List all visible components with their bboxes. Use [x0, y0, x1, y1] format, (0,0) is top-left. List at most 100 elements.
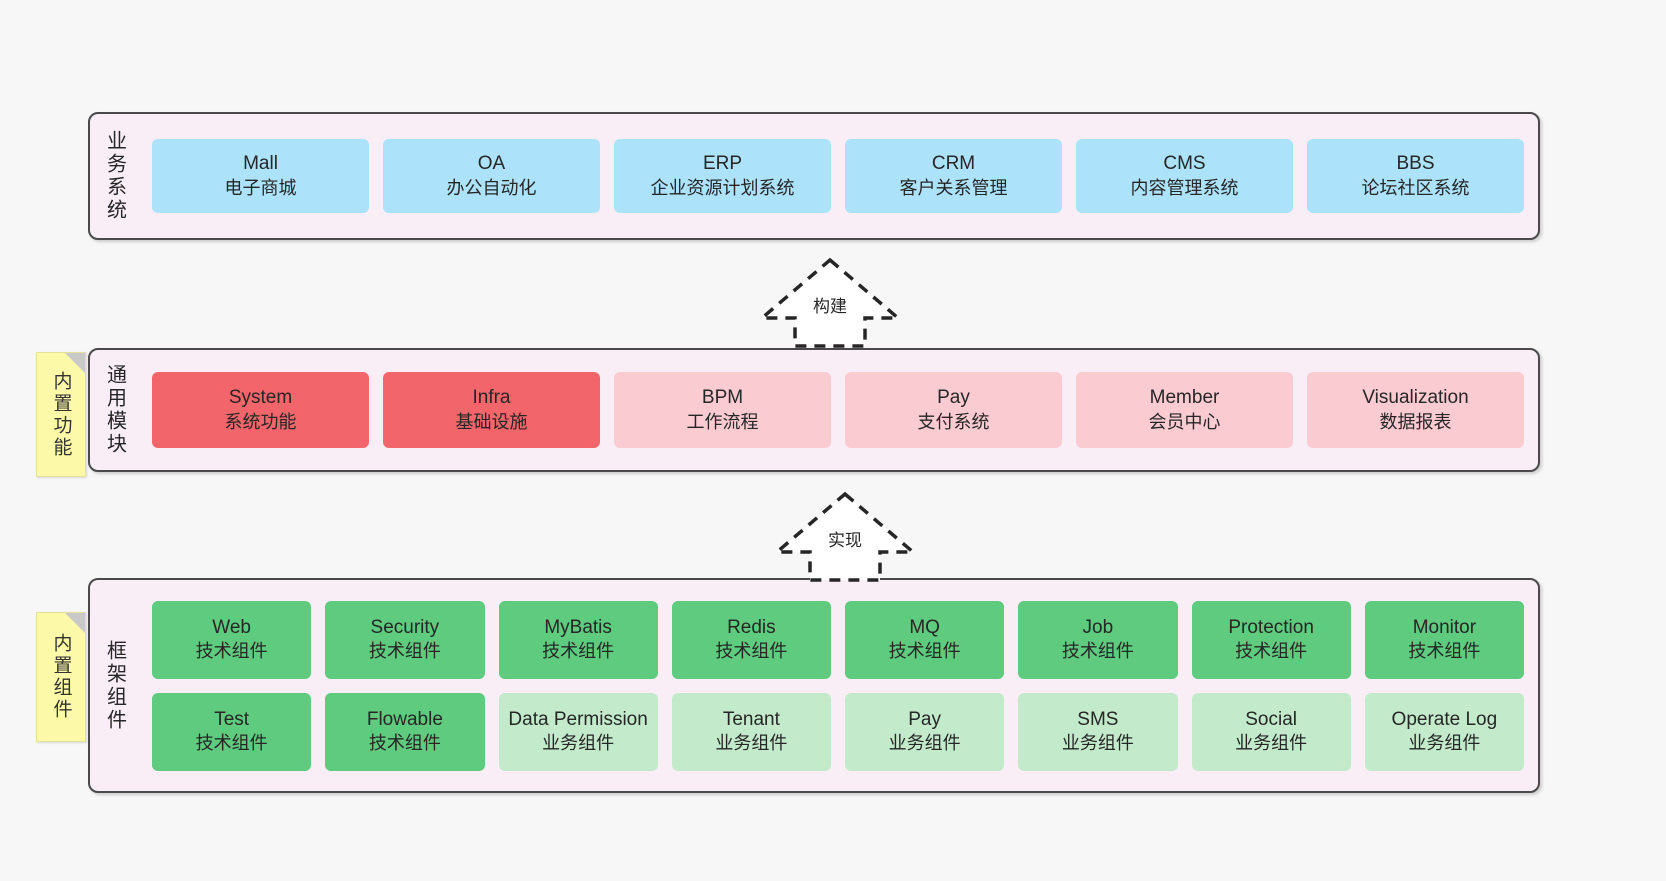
sticky-note-builtin-components-label: 内置组件: [50, 633, 72, 721]
card-pay-module-subtitle: 支付系统: [917, 411, 990, 432]
card-social-title: Social: [1245, 708, 1297, 730]
card-crm-subtitle: 客户关系管理: [899, 177, 1008, 198]
card-member[interactable]: Member 会员中心: [1076, 372, 1293, 448]
card-cms-title: CMS: [1163, 153, 1206, 175]
card-security-title: Security: [370, 616, 440, 638]
card-operate-log[interactable]: Operate Log 业务组件: [1364, 692, 1524, 771]
card-job-title: Job: [1082, 616, 1114, 638]
card-system[interactable]: System 系统功能: [152, 372, 369, 448]
card-test-title: Test: [214, 708, 250, 730]
card-social[interactable]: Social 业务组件: [1191, 692, 1351, 771]
card-crm[interactable]: CRM 客户关系管理: [845, 139, 1062, 213]
card-mall-title: Mall: [243, 153, 278, 175]
card-bpm-title: BPM: [701, 387, 744, 409]
card-cms-subtitle: 内容管理系统: [1130, 177, 1239, 198]
card-mybatis[interactable]: MyBatis 技术组件: [498, 600, 658, 679]
layer-business-system-body: Mall 电子商城 OA 办公自动化 ERP 企业资源计划系统 CRM 客户关系…: [138, 114, 1538, 238]
card-flowable-title: Flowable: [366, 708, 443, 730]
card-infra-title: Infra: [472, 387, 511, 409]
card-sms[interactable]: SMS 业务组件: [1018, 692, 1178, 771]
business-card-row: Mall 电子商城 OA 办公自动化 ERP 企业资源计划系统 CRM 客户关系…: [152, 139, 1524, 213]
card-flowable[interactable]: Flowable 技术组件: [325, 692, 485, 771]
card-job[interactable]: Job 技术组件: [1018, 600, 1178, 679]
card-security[interactable]: Security 技术组件: [325, 600, 485, 679]
card-tenant-subtitle: 业务组件: [715, 733, 788, 754]
card-oa-subtitle: 办公自动化: [446, 177, 537, 198]
framework-business-row: Test 技术组件 Flowable 技术组件 Data Permission …: [152, 692, 1524, 771]
card-mall[interactable]: Mall 电子商城: [152, 139, 369, 213]
card-infra[interactable]: Infra 基础设施: [383, 372, 600, 448]
layer-common-module: 通用模块 System 系统功能 Infra 基础设施 BPM 工作流程 Pay…: [88, 348, 1540, 472]
arrow-implement: 实现: [770, 490, 920, 582]
sticky-fold-icon: [65, 353, 85, 373]
card-mybatis-subtitle: 技术组件: [542, 641, 615, 662]
card-erp-title: ERP: [702, 153, 743, 175]
card-sms-subtitle: 业务组件: [1061, 733, 1134, 754]
card-pay-module-title: Pay: [937, 387, 970, 409]
card-operate-log-title: Operate Log: [1391, 708, 1498, 730]
card-bbs-title: BBS: [1396, 153, 1435, 175]
card-data-permission-subtitle: 业务组件: [542, 733, 615, 754]
card-social-subtitle: 业务组件: [1235, 733, 1308, 754]
card-system-title: System: [228, 387, 293, 409]
card-oa[interactable]: OA 办公自动化: [383, 139, 600, 213]
card-cms[interactable]: CMS 内容管理系统: [1076, 139, 1293, 213]
card-job-subtitle: 技术组件: [1061, 641, 1134, 662]
card-bbs-subtitle: 论坛社区系统: [1361, 177, 1470, 198]
card-erp-subtitle: 企业资源计划系统: [650, 177, 795, 198]
card-visualization-subtitle: 数据报表: [1379, 411, 1452, 432]
arrow-implement-shape: [772, 491, 918, 582]
card-data-permission[interactable]: Data Permission 业务组件: [498, 692, 658, 771]
card-redis-subtitle: 技术组件: [715, 641, 788, 662]
card-mq[interactable]: MQ 技术组件: [845, 600, 1005, 679]
sticky-fold-icon: [65, 613, 85, 633]
card-data-permission-title: Data Permission: [508, 708, 648, 730]
card-visualization-title: Visualization: [1362, 387, 1469, 409]
card-web-title: Web: [212, 616, 251, 638]
card-flowable-subtitle: 技术组件: [368, 733, 441, 754]
card-sms-title: SMS: [1077, 708, 1119, 730]
card-test-subtitle: 技术组件: [195, 733, 268, 754]
card-pay-component-subtitle: 业务组件: [888, 733, 961, 754]
card-operate-log-subtitle: 业务组件: [1408, 733, 1481, 754]
arrow-build-label: 构建: [813, 297, 847, 316]
layer-business-system-label: 业务系统: [103, 130, 126, 222]
card-system-subtitle: 系统功能: [224, 411, 297, 432]
arrow-implement-label: 实现: [828, 531, 862, 550]
card-crm-title: CRM: [931, 153, 976, 175]
card-bpm[interactable]: BPM 工作流程: [614, 372, 831, 448]
card-bbs[interactable]: BBS 论坛社区系统: [1307, 139, 1524, 213]
card-oa-title: OA: [477, 153, 506, 175]
card-bpm-subtitle: 工作流程: [686, 411, 759, 432]
card-security-subtitle: 技术组件: [368, 641, 441, 662]
card-test[interactable]: Test 技术组件: [152, 692, 312, 771]
arrow-build-shape: [757, 257, 903, 348]
card-redis-title: Redis: [727, 616, 776, 638]
layer-business-system: 业务系统 Mall 电子商城 OA 办公自动化 ERP 企业资源计划系统 CRM…: [88, 112, 1540, 240]
card-mall-subtitle: 电子商城: [224, 177, 297, 198]
card-protection[interactable]: Protection 技术组件: [1191, 600, 1351, 679]
card-member-subtitle: 会员中心: [1148, 411, 1221, 432]
card-member-title: Member: [1149, 387, 1220, 409]
card-monitor[interactable]: Monitor 技术组件: [1364, 600, 1524, 679]
arrow-build: 构建: [755, 256, 905, 348]
card-mq-subtitle: 技术组件: [888, 641, 961, 662]
card-infra-subtitle: 基础设施: [455, 411, 528, 432]
card-pay-component-title: Pay: [908, 708, 941, 730]
layer-framework-component: 框架组件 Web 技术组件 Security 技术组件 MyBatis 技术组件…: [88, 578, 1540, 793]
card-visualization[interactable]: Visualization 数据报表: [1307, 372, 1524, 448]
card-pay-component[interactable]: Pay 业务组件: [845, 692, 1005, 771]
card-redis[interactable]: Redis 技术组件: [671, 600, 831, 679]
layer-framework-component-body: Web 技术组件 Security 技术组件 MyBatis 技术组件 Redi…: [138, 580, 1538, 791]
card-protection-title: Protection: [1228, 616, 1314, 638]
card-tenant[interactable]: Tenant 业务组件: [671, 692, 831, 771]
card-pay-module[interactable]: Pay 支付系统: [845, 372, 1062, 448]
layer-framework-component-label: 框架组件: [103, 639, 126, 732]
card-web[interactable]: Web 技术组件: [152, 600, 312, 679]
sticky-note-builtin-features: 内置功能: [36, 352, 86, 477]
sticky-note-builtin-features-label: 内置功能: [50, 370, 72, 459]
card-erp[interactable]: ERP 企业资源计划系统: [614, 139, 831, 213]
layer-common-module-body: System 系统功能 Infra 基础设施 BPM 工作流程 Pay 支付系统…: [138, 350, 1538, 470]
framework-tech-row: Web 技术组件 Security 技术组件 MyBatis 技术组件 Redi…: [152, 600, 1524, 679]
